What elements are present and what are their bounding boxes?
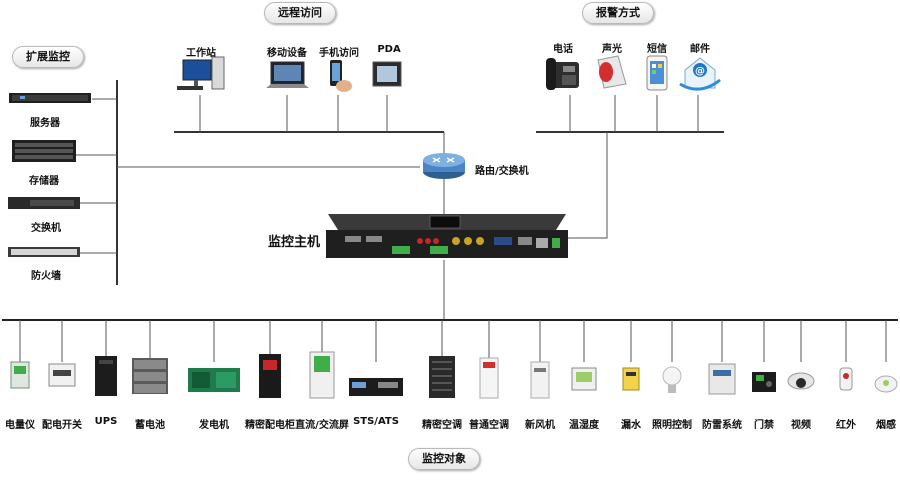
workstation-icon — [177, 56, 225, 90]
server-label: 服务器 — [30, 118, 60, 129]
email-icon: @ — [679, 57, 721, 91]
object-label: 门禁 — [754, 420, 774, 431]
access-control-icon — [752, 372, 776, 392]
lighting-icon — [662, 366, 682, 393]
router-label: 路由/交换机 — [475, 166, 529, 177]
object-label: 新风机 — [525, 420, 555, 431]
battery-icon — [132, 358, 168, 394]
laptop-icon — [266, 61, 309, 88]
precision-ac-icon — [429, 356, 455, 398]
audible-visual-alarm-icon — [597, 55, 627, 89]
sts-ats-icon — [349, 378, 403, 396]
thermo-hygro-icon — [571, 367, 597, 391]
object-label: UPS — [94, 416, 118, 427]
phone-access-label: 手机访问 — [319, 48, 359, 59]
object-label: 红外 — [836, 420, 856, 431]
email-label: 邮件 — [690, 44, 710, 55]
object-label: 烟感 — [876, 420, 896, 431]
object-label: 电量仪 — [5, 420, 35, 431]
remote-access-badge: 远程访问 — [264, 2, 336, 24]
object-label: 配电开关 — [42, 420, 82, 431]
ups-icon — [95, 356, 117, 396]
object-label: 直流/交流屏 — [295, 420, 349, 431]
monitoring-host-label: 监控主机 — [268, 235, 321, 250]
breaker-icon — [48, 363, 76, 387]
object-label: 漏水 — [621, 420, 641, 431]
monitoring-host-icon — [326, 214, 568, 258]
object-label: 精密配电柜 — [245, 420, 295, 431]
infrared-icon — [839, 367, 853, 391]
object-label: STS/ATS — [353, 416, 399, 427]
object-label: 防雷系统 — [702, 420, 742, 431]
extend-monitor-badge: 扩展监控 — [12, 46, 84, 68]
storage-icon — [12, 140, 76, 162]
workstation-label: 工作站 — [186, 48, 216, 59]
lightning-protect-icon — [708, 363, 736, 395]
server-icon — [9, 93, 91, 103]
camera-icon — [787, 372, 815, 390]
audible-visual-label: 声光 — [602, 44, 622, 55]
object-label: 蓄电池 — [135, 420, 165, 431]
object-label: 精密空调 — [422, 420, 462, 431]
object-label: 普通空调 — [469, 420, 509, 431]
pda-label: PDA — [377, 44, 401, 55]
storage-label: 存储器 — [29, 176, 59, 187]
switch-label: 交换机 — [31, 223, 61, 234]
dc-ac-panel-icon — [309, 351, 335, 399]
mobile-device-label: 移动设备 — [267, 48, 307, 59]
phone-access-icon — [330, 60, 352, 92]
meter-icon — [10, 361, 30, 389]
svg-text:@: @ — [695, 66, 705, 77]
object-label: 照明控制 — [652, 420, 692, 431]
sms-label: 短信 — [647, 44, 667, 55]
switch-icon — [8, 197, 80, 209]
ac-unit-icon — [479, 357, 499, 399]
telephone-icon — [546, 58, 579, 90]
water-leak-icon — [622, 367, 640, 391]
router-icon — [423, 153, 465, 179]
object-label: 发电机 — [199, 420, 229, 431]
fresh-air-icon — [530, 361, 550, 399]
sms-icon — [646, 55, 668, 91]
pdu-cabinet-icon — [259, 354, 281, 398]
firewall-icon — [8, 247, 80, 257]
monitor-objects-badge: 监控对象 — [408, 448, 480, 470]
smoke-detector-icon — [874, 375, 898, 393]
generator-icon — [188, 368, 240, 392]
firewall-label: 防火墙 — [31, 271, 61, 282]
object-label: 视频 — [791, 420, 811, 431]
object-label: 温湿度 — [569, 420, 599, 431]
alarm-method-badge: 报警方式 — [582, 2, 654, 24]
pda-icon — [372, 61, 402, 87]
telephone-label: 电话 — [553, 44, 573, 55]
